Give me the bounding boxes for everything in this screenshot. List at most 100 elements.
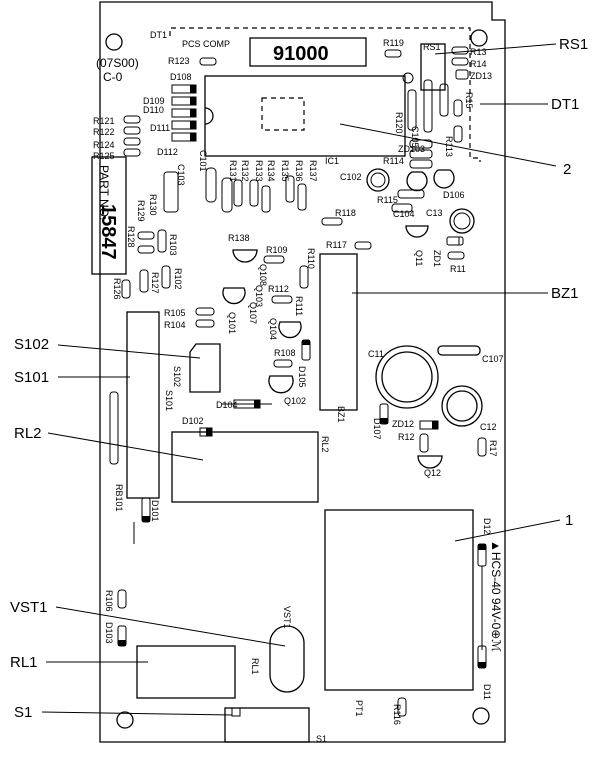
vst1-pcb-label: VST1 [282,606,292,629]
r11-label: R11 [450,264,466,274]
q108-body [232,249,258,263]
code-box [249,37,367,67]
q108-label: Q108 [258,264,268,286]
c13-body [449,208,475,234]
r125-label: R125 [93,151,115,161]
mounting-hole-top-right [470,29,488,47]
s1-pcb-label: S1 [316,734,327,744]
r118-label: R118 [335,208,356,218]
r135-label: R135 [280,160,290,182]
c107-label: C107 [482,354,504,364]
r124-label: R124 [93,140,115,150]
s101-pcb-label: S101 [164,390,174,411]
r138-label: R138 [228,233,250,243]
part-no-value: 15847 [97,204,119,260]
board-outline [99,1,506,743]
pt1-body [324,509,474,691]
r110-label: R110 [306,248,316,269]
r126-label: R126 [112,278,122,300]
q-transistor-right [406,171,428,192]
q12-label: Q12 [424,468,441,478]
ic-notch [204,107,214,125]
d108-label: D108 [170,72,192,82]
diode-stack [171,84,197,142]
r130-label: R130 [148,194,158,216]
c11-label: C11 [368,349,384,359]
hcs-marking: ▲HCS-40 94V-0⊕ℳ [489,540,503,652]
c103-label: C103 [176,164,186,186]
q107-label: Q107 [248,302,258,324]
r116-label: R116 [392,704,402,725]
r122-label: R122 [93,127,115,137]
r132-label: R132 [240,160,250,182]
rs1-small-label: RS1 [423,42,441,52]
callout-pt1: 1 [565,512,573,529]
callout-vst1: VST1 [10,599,48,616]
r13-label: R13 [470,47,487,57]
s1-body [224,707,310,743]
d112-label: D112 [157,147,178,157]
dt1-top-label: DT1 [150,30,167,40]
d104-label: D104 [216,400,238,410]
resistor-group-left [123,115,141,157]
vertical-resistors [163,167,307,213]
right-column-parts [402,72,463,169]
r127-label: R127 [150,272,160,294]
callout-rl2: RL2 [14,425,42,442]
s102-body [189,343,221,393]
callout-dt1: DT1 [551,96,579,113]
r109-label: R109 [266,245,288,255]
zd13-label: ZD13 [470,71,492,81]
r133-label: R133 [254,160,264,182]
ic1-label: IC1 [325,156,339,166]
rl2-body [171,431,319,503]
r112-label: R112 [268,284,289,294]
pt1-label: PT1 [354,700,364,717]
callout-s1: S1 [14,704,32,721]
q101-label: Q101 [227,312,237,334]
c107-body [437,345,481,356]
bz1-pcb-label: BZ1 [336,406,346,423]
callout-bz1: BZ1 [551,285,579,302]
r123-label: R123 [168,56,190,66]
q103-label: Q103 [254,285,264,307]
dt1-dashed-region [169,27,481,162]
d11-label: D11 [482,684,492,700]
r113-label: R113 [444,136,454,157]
c104-label: C104 [393,209,415,219]
r134-label: R134 [266,160,276,182]
d102-label: D102 [182,416,204,426]
r15-label: R15 [464,92,474,109]
leader-s1 [41,711,233,716]
c105-label: C105 [410,126,420,148]
d103-label: D103 [104,622,114,644]
q101-body [222,287,246,305]
q102-label: Q102 [284,396,306,406]
callout-s102: S102 [14,336,49,353]
pcs-comp-label: PCS COMP [182,39,230,49]
r106-label: R106 [104,590,114,612]
r108-label: R108 [274,348,296,358]
d106-label: D106 [443,190,465,200]
d109-label: D109 [143,96,165,106]
q104-label: Q104 [268,318,278,340]
r136-label: R136 [294,160,304,182]
q104-body [278,321,302,339]
mounting-hole-bottom-right [472,707,490,725]
c12-label: C12 [480,422,497,432]
d106-body [433,169,455,189]
d105-label: D105 [297,366,307,388]
leader-s102 [57,344,201,359]
rs1-body [420,43,446,91]
r102-label: R102 [173,268,183,290]
r14-label: R14 [470,59,487,69]
mounting-hole-bottom-left [116,711,134,729]
d110-label: D110 [143,105,164,115]
leader-rl2 [47,432,204,461]
mounting-hole-top-left [105,33,123,51]
r117-label: R117 [326,240,347,250]
r115-label: R115 [377,195,398,205]
r129-label: R129 [136,200,146,222]
q11-body [405,225,429,238]
rl1-body [136,645,236,699]
